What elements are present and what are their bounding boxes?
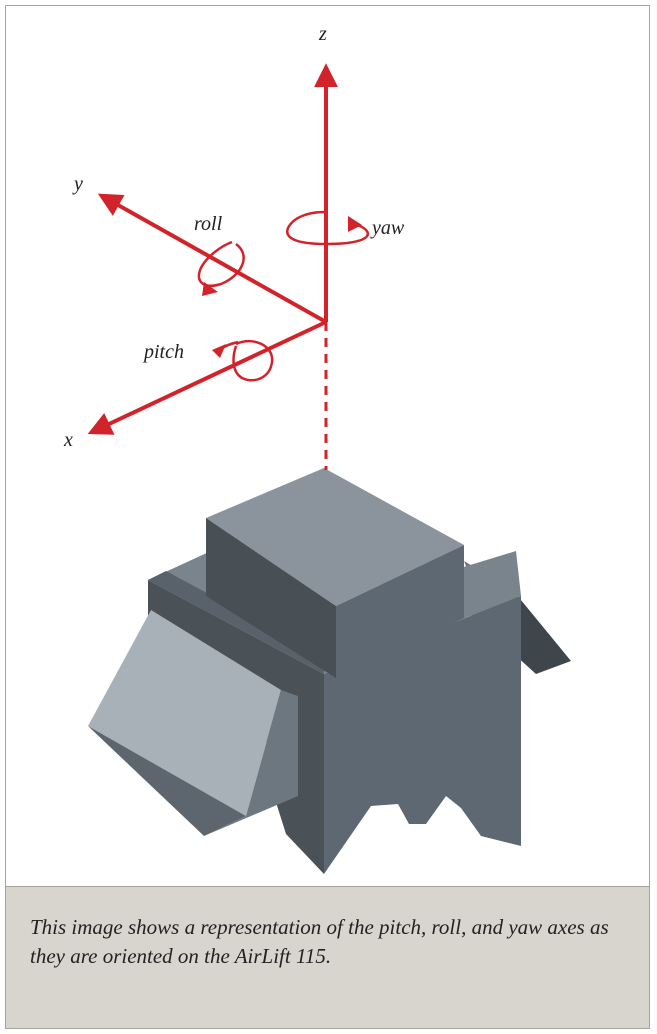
caption-panel: This image shows a representation of the… <box>6 886 649 1028</box>
top-box-right <box>336 545 464 678</box>
top-box-top <box>206 468 464 606</box>
pitch-label: pitch <box>142 341 184 363</box>
figure-frame: z y x roll yaw pitch This image shows a … <box>5 5 650 1029</box>
figure-caption: This image shows a representation of the… <box>30 915 609 968</box>
x-axis <box>87 320 327 435</box>
axes-diagram: z y x roll yaw pitch <box>6 6 649 886</box>
top-box-left <box>206 518 336 678</box>
axes-diagram-svg: z y x roll yaw pitch <box>63 23 571 874</box>
y-axis <box>97 193 327 324</box>
left-wing-face <box>88 610 281 816</box>
pitch-rotation-arrow <box>212 339 274 382</box>
left-wing-side <box>204 690 298 836</box>
left-wing-bottom <box>88 726 246 836</box>
roll-label: roll <box>194 213 223 235</box>
ledge-groove <box>148 571 324 674</box>
base-front-face <box>324 596 521 874</box>
x-axis-label: x <box>63 429 73 451</box>
airlift-body <box>88 468 571 874</box>
roll-rotation-arrow <box>197 240 245 296</box>
y-axis-label: y <box>72 173 83 195</box>
axes-group <box>87 63 338 435</box>
yaw-label: yaw <box>370 217 405 239</box>
z-axis-label: z <box>318 23 327 45</box>
yaw-rotation-arrow <box>286 210 370 246</box>
